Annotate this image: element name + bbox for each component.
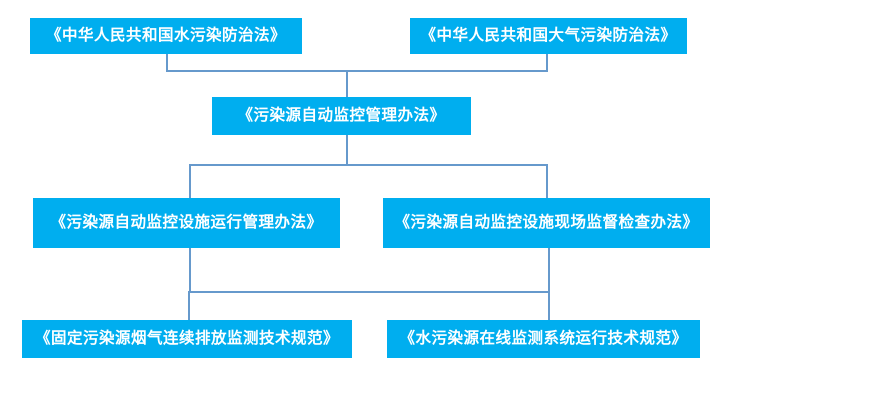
node-water-pollution-law[interactable]: 《中华人民共和国水污染防治法》 xyxy=(30,18,302,54)
connector-air-law-down xyxy=(546,54,548,72)
node-auto-monitoring-admin-measures[interactable]: 《污染源自动监控管理办法》 xyxy=(212,97,471,135)
node-cems-technical-specification[interactable]: 《固定污染源烟气连续排放监测技术规范》 xyxy=(22,320,352,358)
connector-level1-bus xyxy=(166,70,548,72)
connector-water-law-down xyxy=(166,54,168,72)
node-water-online-monitoring-specification[interactable]: 《水污染源在线监测系统运行技术规范》 xyxy=(387,320,700,358)
connector-auto-admin-down xyxy=(346,135,348,166)
connector-bus-to-facility-op xyxy=(189,164,191,199)
connector-bus-to-auto-admin xyxy=(346,70,348,98)
node-onsite-supervision-inspection-measures[interactable]: 《污染源自动监控设施现场监督检查办法》 xyxy=(383,198,710,248)
node-air-pollution-law[interactable]: 《中华人民共和国大气污染防治法》 xyxy=(410,18,687,54)
connector-level2-bus xyxy=(189,164,548,166)
connector-level3-bus xyxy=(188,291,550,293)
connector-bus-to-cems-spec xyxy=(188,291,190,321)
connector-onsite-sup-to-water-spec xyxy=(548,248,550,321)
node-facility-operation-admin-measures[interactable]: 《污染源自动监控设施运行管理办法》 xyxy=(33,198,340,248)
connector-bus-to-onsite-sup xyxy=(546,164,548,199)
connector-facility-op-down xyxy=(189,248,191,293)
